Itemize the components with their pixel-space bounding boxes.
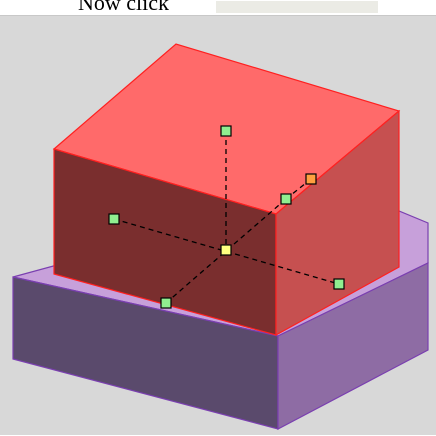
selected-box-right-face[interactable] bbox=[275, 109, 400, 337]
handle-right[interactable] bbox=[333, 278, 345, 290]
base-slab-right-face[interactable] bbox=[277, 262, 429, 430]
handle-left[interactable] bbox=[108, 213, 120, 225]
instruction-text: Now click bbox=[78, 0, 170, 15]
handle-center[interactable] bbox=[220, 244, 232, 256]
handle-up[interactable] bbox=[220, 125, 232, 137]
handle-back[interactable] bbox=[280, 193, 292, 205]
handle-front[interactable] bbox=[160, 297, 172, 309]
handle-rotate[interactable] bbox=[305, 173, 317, 185]
instruction-bar: Now click bbox=[0, 0, 436, 15]
instruction-field bbox=[216, 1, 378, 13]
manipulator-handles[interactable] bbox=[108, 125, 345, 309]
scene-canvas[interactable] bbox=[0, 16, 436, 436]
3d-viewport[interactable] bbox=[0, 15, 436, 435]
